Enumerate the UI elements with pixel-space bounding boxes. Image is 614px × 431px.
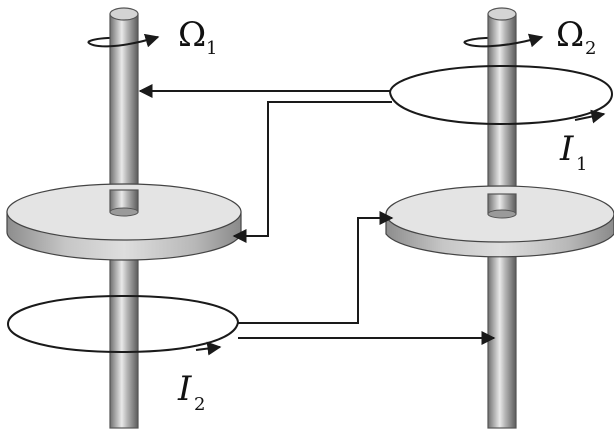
current-loop-2-arrow — [195, 341, 222, 356]
omega-2-subscript: 2 — [585, 38, 596, 59]
current-2-symbol: I — [177, 369, 192, 409]
left-disk — [6, 183, 242, 261]
wire-loop1-to-left-disk — [232, 101, 392, 243]
label-omega-1: Ω 1 — [178, 15, 217, 59]
right-disk — [385, 185, 614, 258]
current-2-subscript: 2 — [194, 394, 205, 415]
connecting-wires — [138, 84, 496, 345]
wire-loop2-to-right-disk — [238, 211, 394, 324]
svg-text:Ω: Ω — [178, 15, 206, 55]
omega-1-symbol: Ω — [178, 15, 206, 55]
current-loop-1-arrow — [574, 109, 606, 124]
current-loop-1-front — [389, 91, 613, 126]
current-1-subscript: 1 — [576, 154, 587, 175]
current-1-symbol: I — [559, 129, 574, 169]
svg-text:Ω: Ω — [556, 15, 584, 55]
label-omega-2: Ω 2 — [556, 15, 596, 59]
rotation-arrow-2 — [463, 33, 544, 48]
rotation-arrow-1 — [87, 33, 160, 48]
omega-2-symbol: Ω — [556, 15, 584, 55]
omega-1-subscript: 1 — [206, 38, 217, 59]
current-loop-1-back — [389, 64, 613, 95]
label-current-2: I 2 — [177, 369, 205, 415]
right-lower-shaft — [487, 239, 517, 429]
left-lower-shaft — [109, 239, 139, 429]
left-dynamo — [6, 7, 242, 429]
label-current-1: I 1 — [559, 129, 587, 175]
current-loop-2-back — [7, 294, 239, 325]
right-dynamo — [385, 7, 614, 429]
current-loop-2-front — [7, 321, 239, 354]
